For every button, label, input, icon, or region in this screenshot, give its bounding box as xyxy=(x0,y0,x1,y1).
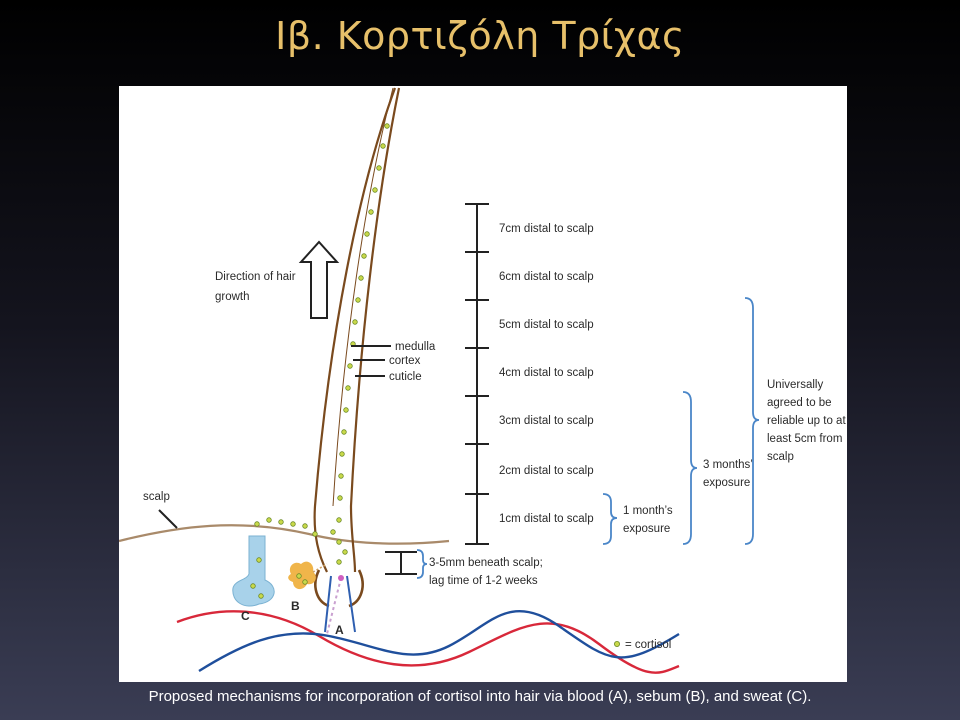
svg-text:growth: growth xyxy=(215,291,250,303)
beneath-label-line2: lag time of 1-2 weeks xyxy=(429,575,538,587)
three-months-label-line1: 3 months’ xyxy=(703,459,753,471)
universal-label-line4: least 5cm from xyxy=(767,433,842,445)
scale-ruler xyxy=(465,203,489,545)
universal-label-line2: agreed to be xyxy=(767,397,832,409)
direction-label-line1: Direction of hair xyxy=(215,271,296,283)
scalp-label: scalp xyxy=(143,491,170,503)
legend-cortisol-dot xyxy=(613,641,620,648)
universal-bracket xyxy=(744,297,760,545)
medulla-cortisol-dots xyxy=(330,123,390,565)
slide-title: Ιβ. Κορτιζόλη Τρίχας xyxy=(275,14,685,58)
label-cuticle: cuticle xyxy=(389,371,422,383)
one-month-bracket xyxy=(602,493,618,545)
figure-caption: Proposed mechanisms for incorporation of… xyxy=(148,688,812,705)
marker-c: C xyxy=(241,609,250,623)
svg-text:Direction of hair: Direction of hair xyxy=(215,271,296,283)
three-months-label-line2: exposure xyxy=(703,477,750,489)
beneath-scalp-marker xyxy=(385,551,417,575)
universal-label-line3: reliable up to at xyxy=(767,415,846,427)
hair-cortisol-figure: scalp A C B xyxy=(119,86,847,682)
label-medulla: medulla xyxy=(395,341,436,353)
scalp-pointer xyxy=(158,509,178,529)
scale-label-6cm: 6cm distal to scalp xyxy=(499,271,594,283)
marker-a: A xyxy=(335,623,344,637)
universal-label-line1: Universally xyxy=(767,379,823,391)
hair-follicle xyxy=(314,569,364,608)
blood-vessel-blue xyxy=(198,609,680,673)
direction-label-line2: growth xyxy=(215,291,250,303)
sebaceous-gland xyxy=(288,561,316,590)
sweat-cortisol-dots xyxy=(250,517,318,599)
sweat-gland xyxy=(232,535,275,607)
one-month-label-line1: 1 month’s xyxy=(623,505,673,517)
scale-label-2cm: 2cm distal to scalp xyxy=(499,465,594,477)
scalp-line xyxy=(119,524,450,545)
scale-label-1cm: 1cm distal to scalp xyxy=(499,513,594,525)
scale-label-4cm: 4cm distal to scalp xyxy=(499,367,594,379)
scale-label-5cm: 5cm distal to scalp xyxy=(499,319,594,331)
marker-b: B xyxy=(291,599,300,613)
legend-label: = cortisol xyxy=(625,639,671,651)
scale-label-7cm: 7cm distal to scalp xyxy=(499,223,594,235)
hair-shaft xyxy=(313,87,401,633)
label-cortex: cortex xyxy=(389,355,421,367)
layer-labels xyxy=(351,345,391,377)
beneath-label-line1: 3-5mm beneath scalp; xyxy=(429,557,543,569)
three-months-bracket xyxy=(682,391,698,545)
growth-arrow xyxy=(298,240,340,319)
scale-label-3cm: 3cm distal to scalp xyxy=(499,415,594,427)
diagram-canvas: scalp A C B xyxy=(119,87,846,674)
beneath-scalp-bracket xyxy=(416,549,428,579)
universal-label-line5: scalp xyxy=(767,451,794,463)
one-month-label-line2: exposure xyxy=(623,523,670,535)
blood-path-a xyxy=(326,577,342,635)
